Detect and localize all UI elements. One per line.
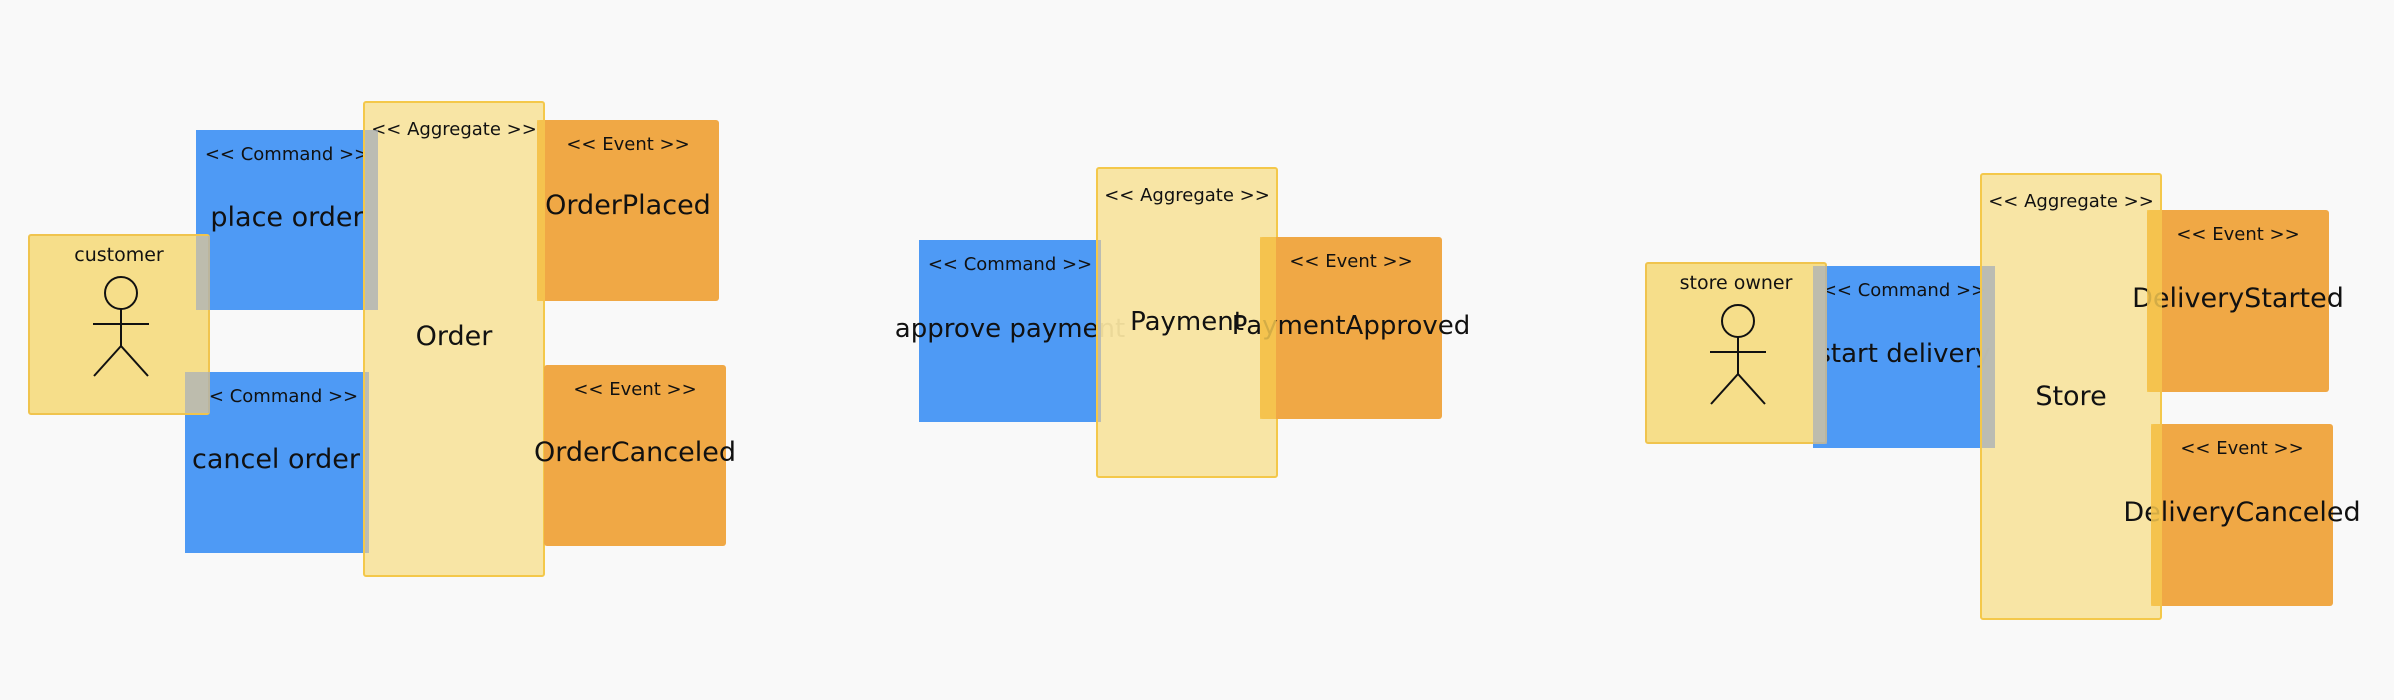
overlap-shade: [1982, 266, 1995, 448]
event-stereotype: << Event >>: [2180, 438, 2304, 459]
overlap-shade: [537, 120, 545, 301]
event-order-canceled[interactable]: << Event >> OrderCanceled: [534, 365, 736, 546]
command-name: cancel order: [191, 444, 361, 475]
overlap-shade: [1260, 237, 1276, 419]
aggregate-store[interactable]: << Aggregate >> Store: [1980, 173, 2162, 620]
command-start-delivery[interactable]: << Command >> start delivery: [1813, 266, 1995, 448]
aggregate-order[interactable]: << Aggregate >> Order: [363, 101, 545, 577]
aggregate-name: Payment: [1130, 307, 1244, 337]
event-name: DeliveryStarted: [2132, 283, 2344, 314]
overlap-shade: [365, 372, 369, 553]
command-name: place order: [210, 202, 364, 233]
event-name: OrderCanceled: [534, 437, 736, 468]
command-approve-payment[interactable]: << Command >> approve payment: [895, 240, 1125, 422]
actor-customer[interactable]: customer: [28, 234, 210, 415]
overlap-shade: [365, 130, 378, 310]
aggregate-name: Order: [415, 321, 493, 352]
command-name: start delivery: [1817, 339, 1991, 369]
event-name: DeliveryCanceled: [2123, 497, 2361, 528]
actor-stick-figure-icon: [93, 276, 149, 377]
overlap-shade: [1098, 240, 1101, 422]
actor-stick-figure-icon: [1710, 304, 1766, 405]
event-order-placed[interactable]: << Event >> OrderPlaced: [537, 120, 719, 301]
aggregate-payment[interactable]: << Aggregate >> Payment: [1096, 167, 1278, 478]
event-stereotype: << Event >>: [1289, 251, 1413, 272]
event-stereotype: << Event >>: [2176, 224, 2300, 245]
overlap-shade: [185, 372, 210, 413]
aggregate-stereotype: << Aggregate >>: [1104, 185, 1270, 206]
event-name: OrderPlaced: [545, 190, 711, 221]
event-delivery-canceled[interactable]: << Event >> DeliveryCanceled: [2123, 424, 2361, 606]
overlap-shade: [2147, 210, 2162, 392]
overlap-shade: [1813, 266, 1827, 444]
command-stereotype: << Command >>: [193, 386, 359, 407]
event-payment-approved[interactable]: << Event >> PaymentApproved: [1232, 237, 1470, 419]
command-place-order[interactable]: << Command >> place order: [196, 130, 378, 310]
overlap-shade: [196, 236, 210, 310]
command-cancel-order[interactable]: << Command >> cancel order: [185, 372, 367, 553]
event-delivery-started[interactable]: << Event >> DeliveryStarted: [2132, 210, 2344, 392]
event-stereotype: << Event >>: [573, 379, 697, 400]
aggregate-stereotype: << Aggregate >>: [1988, 191, 2154, 212]
event-stereotype: << Event >>: [566, 134, 690, 155]
overlap-shade: [2151, 424, 2162, 606]
command-name: approve payment: [894, 314, 1126, 344]
aggregate-stereotype: << Aggregate >>: [371, 119, 537, 140]
actor-store-owner[interactable]: store owner: [1645, 262, 1827, 444]
aggregate-name: Store: [2035, 381, 2107, 412]
actor-name: store owner: [1679, 272, 1793, 294]
command-stereotype: << Command >>: [204, 144, 370, 165]
command-stereotype: << Command >>: [1821, 280, 1987, 301]
command-stereotype: << Command >>: [927, 254, 1093, 275]
actor-name: customer: [74, 244, 164, 266]
